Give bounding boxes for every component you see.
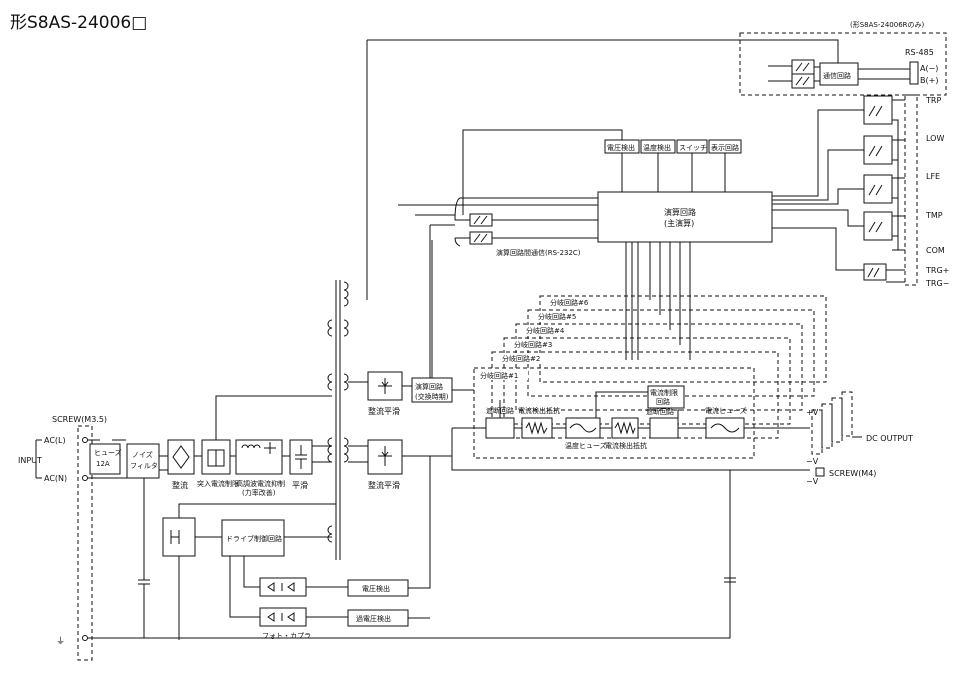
relay-trg	[863, 263, 887, 281]
calc-aux-line1: 演算回路	[415, 382, 443, 391]
drive-control-box	[221, 519, 285, 557]
calc-aux-line2: (交換時期)	[415, 392, 449, 401]
branch-5	[527, 309, 815, 397]
cutoff-circuit-2	[649, 417, 679, 439]
rs232c-label: 演算回路間通信(RS-232C)	[496, 248, 581, 257]
inrush-label: 突入電流制限	[197, 479, 239, 488]
minus-v-label-2: −V	[806, 477, 819, 486]
branch-1	[473, 367, 755, 459]
current-res1-label: 電流検出抵抗	[518, 406, 560, 415]
current-limit-line2: 回路	[656, 397, 670, 406]
output-tmp: TMP	[925, 211, 943, 220]
rect-smooth-upper: 整流平滑	[368, 406, 400, 416]
voltage-detect-bottom: 電圧検出	[362, 584, 390, 593]
branch-label-3: 分岐回路#3	[514, 340, 552, 349]
rs485-label: RS-485	[905, 48, 934, 57]
noise-filter-line1: ノイズ	[132, 450, 153, 459]
display-label: 表示回路	[711, 143, 739, 152]
comm-circuit-box	[819, 62, 859, 86]
relay-low	[863, 135, 893, 165]
input-terminal-block	[77, 425, 93, 661]
output-trg-minus: TRG−	[925, 279, 949, 288]
dc-conn-2	[821, 403, 833, 449]
output-com: COM	[926, 246, 945, 255]
temp-fuse-label: 温度ヒューズ	[565, 441, 607, 450]
relay-tmp	[863, 211, 893, 241]
dc-conn-3	[831, 397, 843, 443]
rect-smooth-lower: 整流平滑	[368, 480, 400, 490]
overvoltage-detect: 過電圧検出	[356, 614, 391, 623]
pfc-line1: 高調波電流抑制	[236, 479, 285, 488]
plus-v-label: +V	[806, 408, 819, 417]
input-label: INPUT	[18, 456, 42, 465]
output-trg-plus: TRG+	[925, 266, 949, 275]
rs485-a-label: A(−)	[920, 64, 938, 73]
screw-m35-label: SCREW(M3.5)	[52, 415, 107, 424]
photocoupler-label: フォト・カプラ	[262, 632, 311, 640]
rs485-terminal	[909, 61, 919, 85]
main-logic-line1: 演算回路	[664, 207, 696, 217]
rectify-label: 整流	[172, 480, 188, 490]
branch-label-1: 分岐回路#1	[480, 371, 518, 380]
noise-filter-line2: フィルタ	[130, 461, 158, 470]
output-trp: TRP	[925, 96, 941, 105]
current-fuse-label: 電流ヒューズ	[705, 406, 747, 415]
branch-label-5: 分岐回路#5	[538, 312, 576, 321]
relay-lfe	[863, 174, 893, 204]
main-logic-line2: (主演算)	[664, 218, 694, 228]
fuse-line1: ヒューズ	[94, 448, 122, 457]
drive-control-label: ドライブ制御回路	[226, 534, 282, 543]
fuse-box	[89, 443, 121, 475]
rs232c-coupler-1	[469, 213, 493, 227]
branch-label-4: 分岐回路#4	[526, 326, 565, 335]
cutoff2-label: 遮断回路	[646, 407, 674, 416]
output-low: LOW	[926, 134, 944, 143]
branch-4	[515, 323, 803, 411]
comm-circuit-label: 通信回路	[823, 71, 851, 80]
switch-label: スイッチ	[679, 144, 707, 152]
branch-3	[503, 337, 791, 425]
relay-trp	[863, 95, 893, 125]
photocoupler-voltage	[259, 577, 307, 597]
smoothing-box	[289, 439, 313, 475]
dc-output-label: DC OUTPUT	[866, 434, 913, 443]
rs485-photocoupler-1	[791, 59, 815, 75]
branch-label-6: 分岐回路#6	[550, 298, 589, 307]
output-lfe: LFE	[926, 172, 940, 181]
smoothing-label: 平滑	[292, 480, 308, 490]
rectifier-box	[167, 439, 195, 475]
temp-detect: 温度検出	[643, 143, 671, 152]
ground-symbol: ⏚	[56, 636, 65, 647]
minus-v-label-1: −V	[806, 457, 819, 466]
signal-terminal-strip	[904, 94, 918, 286]
screw-m4-terminal	[815, 467, 825, 477]
dc-output-connectors	[811, 391, 853, 477]
branch-6	[539, 295, 827, 383]
diagram-title: 形S8AS-24006□	[10, 13, 147, 33]
fuse-line2: 12A	[96, 460, 110, 468]
output-relays	[863, 95, 905, 283]
screw-m4-label: SCREW(M4)	[829, 469, 876, 478]
dc-conn-4	[841, 391, 853, 437]
current-limit-box	[647, 385, 685, 409]
noise-filter-box	[126, 443, 160, 479]
photocoupler-overvoltage	[259, 607, 307, 627]
branch-label-2: 分岐回路#2	[502, 354, 540, 363]
ac-l-label: AC(L)	[44, 436, 66, 445]
rs232c-coupler-2	[469, 231, 493, 245]
current-res2-label: 電流検出抵抗	[605, 441, 647, 450]
main-logic-box	[597, 191, 773, 243]
pfc-line2: (力率改善)	[242, 488, 276, 497]
cutoff-circuit-1	[485, 417, 515, 439]
voltage-detect-top: 電圧検出	[607, 143, 635, 152]
ac-n-label: AC(N)	[44, 474, 67, 483]
option-note: (形S8AS-24006Rのみ)	[850, 21, 925, 29]
transformer	[327, 280, 349, 560]
current-limit-line1: 電流制限	[650, 388, 678, 397]
rs485-option-area	[739, 32, 947, 96]
rs485-b-label: B(+)	[920, 76, 938, 85]
calc-aux-box	[411, 377, 453, 403]
rs485-photocoupler-2	[791, 73, 815, 89]
